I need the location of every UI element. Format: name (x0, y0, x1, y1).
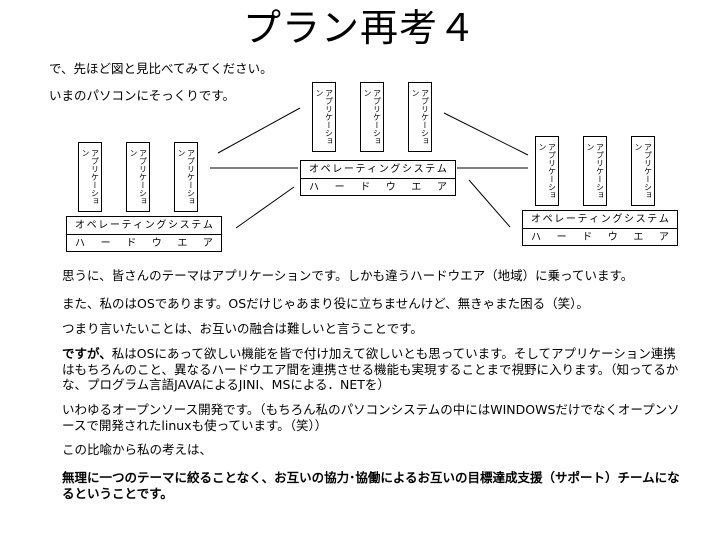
layer-label-char: ー (343, 164, 354, 175)
os-layer: オペレーティングシステム (523, 211, 677, 229)
application-box: アプリケーション (408, 82, 432, 152)
layer-label-char: テ (355, 164, 366, 175)
layer-label-char: グ (156, 220, 167, 231)
paragraph: また、私のはOSであります。OSだけじゃあまり役に立ちませんけど、無きゃまた困る… (62, 296, 589, 311)
layer-label-char: シ (624, 214, 634, 225)
platform-stack-right: オペレーティングシステム ハードウエア (522, 210, 678, 246)
layer-label-char: テ (191, 220, 202, 231)
layer-label-char: ペ (86, 220, 97, 231)
layer-label-char: オ (531, 214, 541, 225)
connector-line (443, 112, 529, 156)
layer-label-char: ハ (75, 238, 85, 249)
layer-label-char: レ (554, 214, 565, 225)
intro-line-2: いまのパソコンにそっくりです。 (49, 88, 236, 103)
layer-label-char: ス (179, 220, 190, 231)
layer-label-char: オ (75, 220, 85, 231)
paragraph-lead: ですが、 (62, 346, 112, 361)
os-layer: オペレーティングシステム (67, 217, 221, 235)
paragraph-body: 私はOSにあって欲しい機能を皆で付け加えて欲しいとも思っています。そしてアプリケ… (62, 346, 679, 392)
layer-label-char: ム (658, 214, 669, 225)
paragraph: つまり言いたいことは、お互いの融合は難しいと言うことです。 (62, 321, 423, 336)
application-box: アプリケーション (312, 82, 336, 152)
layer-label-char: テ (647, 214, 658, 225)
layer-label-char: ア (202, 238, 213, 249)
layer-label-char: ド (582, 232, 593, 243)
application-box: アプリケーション (360, 82, 384, 152)
layer-label-char: ス (635, 214, 646, 225)
layer-label-char: ン (600, 214, 611, 225)
layer-label-char: ド (126, 238, 137, 249)
layer-label-char: ー (100, 238, 111, 249)
layer-label-char: シ (168, 220, 178, 231)
layer-label-char: ア (658, 232, 669, 243)
application-box: アプリケーション (174, 142, 198, 212)
page-title: プラン再考４ (242, 6, 477, 50)
layer-label-char: シ (402, 164, 412, 175)
platform-stack-center: オペレーティングシステム ハードウエア (300, 160, 456, 196)
layer-label-char: テ (577, 214, 588, 225)
layer-label-char: テ (425, 164, 436, 175)
layer-label-char: ペ (542, 214, 553, 225)
paragraph: ですが、私はOSにあって欲しい機能を皆で付け加えて欲しいとも思っています。そして… (62, 346, 682, 393)
layer-label-char: エ (633, 232, 644, 243)
hardware-layer: ハードウエア (67, 235, 221, 252)
hardware-layer: ハードウエア (523, 229, 677, 246)
os-layer: オペレーティングシステム (301, 161, 455, 179)
layer-label-char: ー (565, 214, 576, 225)
application-box: アプリケーション (126, 142, 150, 212)
layer-label-char: ィ (367, 164, 378, 175)
layer-label-char: レ (332, 164, 343, 175)
layer-label-char: ン (378, 164, 389, 175)
layer-label-char: テ (121, 220, 132, 231)
platform-stack-left: オペレーティングシステム ハードウエア (66, 216, 222, 252)
intro-line-1: で、先ほど図と見比べてみてください。 (49, 61, 273, 76)
layer-label-char: ド (360, 182, 371, 193)
layer-label-char: ー (556, 232, 567, 243)
connector-line (217, 107, 301, 154)
layer-label-char: エ (177, 238, 188, 249)
paragraph: この比喩から私の考えは、 (62, 442, 213, 457)
layer-label-char: ム (436, 164, 447, 175)
paragraph: 思うに、皆さんのテーマはアプリケーションです。しかも違うハードウエア（地域）に乗… (62, 268, 634, 283)
layer-label-char: ア (436, 182, 447, 193)
application-box: アプリケーション (583, 136, 607, 206)
layer-label-char: ィ (133, 220, 144, 231)
layer-label-char: ハ (531, 232, 541, 243)
application-box: アプリケーション (535, 136, 559, 206)
hardware-layer: ハードウエア (301, 179, 455, 196)
application-box: アプリケーション (78, 142, 102, 212)
layer-label-char: グ (612, 214, 623, 225)
layer-label-char: ウ (385, 182, 396, 193)
layer-label-char: オ (309, 164, 319, 175)
layer-label-char: ハ (309, 182, 319, 193)
layer-label-char: ー (109, 220, 120, 231)
layer-label-char: ー (334, 182, 345, 193)
connector-line (468, 179, 511, 228)
layer-label-char: ス (413, 164, 424, 175)
paragraph: いわゆるオープンソース開発です。（もちろん私のパソコンシステムの中にはWINDO… (62, 402, 680, 433)
layer-label-char: ウ (151, 238, 162, 249)
layer-label-char: ィ (589, 214, 600, 225)
connector-line (235, 186, 295, 229)
layer-label-char: エ (411, 182, 422, 193)
layer-label-char: グ (390, 164, 401, 175)
layer-label-char: ン (144, 220, 155, 231)
layer-label-char: ム (202, 220, 213, 231)
layer-label-char: ウ (607, 232, 618, 243)
layer-label-char: ペ (320, 164, 331, 175)
application-box: アプリケーション (631, 136, 655, 206)
conclusion-paragraph: 無理に一つのテーマに絞ることなく、お互いの協力･協働によるお互いの目標達成支援（… (62, 470, 680, 501)
layer-label-char: レ (98, 220, 109, 231)
